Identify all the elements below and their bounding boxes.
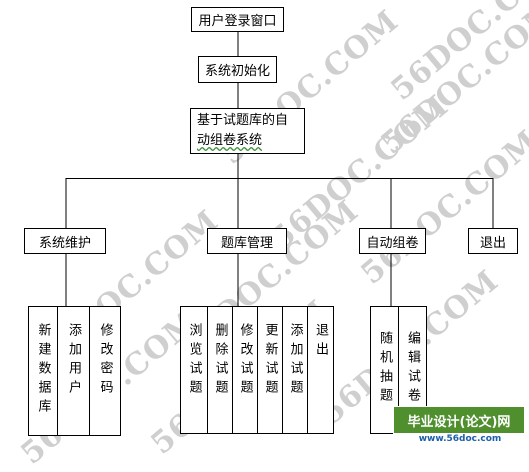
qmgmt-item-label: 修改试题	[237, 323, 253, 399]
main-system-node: 基于试题库的自 动组卷系统	[190, 108, 305, 154]
site-url-label: www.56doc.com	[418, 433, 502, 444]
main-system-line1: 基于试题库的自	[197, 113, 289, 128]
autopaper-item-label: 编辑试卷	[405, 331, 420, 407]
qmgmt-item-label: 添加试题	[287, 323, 303, 399]
site-url: www.56doc.com	[395, 433, 525, 444]
qmgmt-item-browse: 浏览试题	[180, 306, 208, 434]
site-badge-label: 毕业设计(论文)网	[407, 414, 511, 430]
qmgmt-item-label: 浏览试题	[186, 323, 202, 399]
auto-paper-node: 自动组卷	[359, 228, 426, 254]
question-management-node: 题库管理	[207, 228, 287, 254]
exit-label: 退出	[479, 235, 506, 251]
qmgmt-item-exit: 退出	[307, 306, 334, 434]
autopaper-item-label: 随机抽题	[377, 331, 392, 407]
connector-lines	[65, 31, 494, 306]
sysmaint-item-change-password: 修改密码	[89, 306, 121, 436]
login-window-node: 用户登录窗口	[191, 7, 284, 32]
exit-node: 退出	[468, 228, 518, 254]
qmgmt-item-label: 删除试题	[212, 323, 228, 399]
qmgmt-item-label: 退出	[313, 323, 328, 361]
sysmaint-item-label: 修改密码	[97, 323, 113, 399]
qmgmt-item-update: 更新试题	[257, 306, 283, 434]
main-system-line2: 动组卷系统	[197, 133, 263, 148]
sysmaint-item-label: 添加用户	[66, 323, 81, 399]
qmgmt-item-label: 更新试题	[262, 323, 278, 399]
login-window-label: 用户登录窗口	[198, 14, 277, 29]
sysmaint-item-add-user: 添加用户	[57, 306, 90, 436]
system-init-node: 系统初始化	[198, 56, 277, 83]
site-badge: 毕业设计(论文)网	[393, 406, 525, 434]
qmgmt-item-modify: 修改试题	[232, 306, 258, 434]
system-init-label: 系统初始化	[204, 64, 270, 79]
sysmaint-item-label: 新建数据库	[35, 323, 51, 418]
question-management-label: 题库管理	[220, 235, 273, 251]
auto-paper-label: 自动组卷	[366, 235, 419, 251]
system-maintenance-label: 系统维护	[38, 235, 91, 251]
system-maintenance-node: 系统维护	[24, 228, 106, 254]
sysmaint-item-new-db: 新建数据库	[28, 306, 58, 436]
qmgmt-item-delete: 删除试题	[207, 306, 233, 434]
qmgmt-item-add: 添加试题	[282, 306, 308, 434]
